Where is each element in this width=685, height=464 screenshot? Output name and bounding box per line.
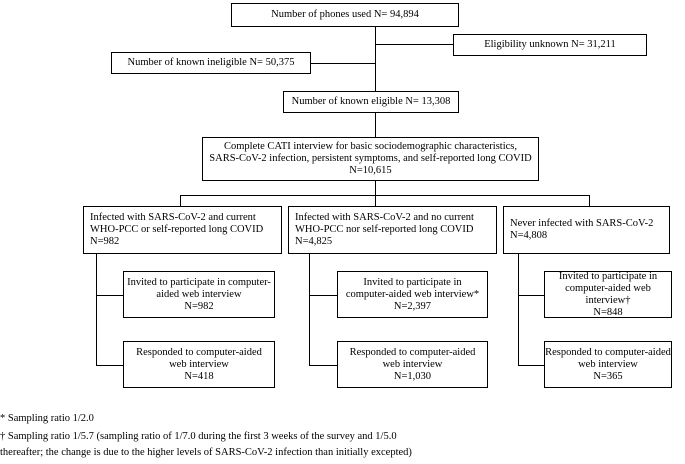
connector-group1-bracket	[96, 254, 97, 365]
phones-used-box: Number of phones used N= 94,894	[231, 3, 459, 27]
known-eligible-box: Number of known eligible N= 13,308	[283, 91, 459, 113]
connector-cati-down	[375, 181, 376, 195]
connector-to-ineligible	[311, 63, 375, 64]
connector-to-group2	[375, 195, 376, 206]
connector-group2-bracket	[309, 254, 310, 365]
connector-to-group1	[180, 195, 181, 206]
cati-interview-box: Complete CATI interview for basic sociod…	[202, 137, 539, 181]
responded-group2-box: Responded to computer-aided web intervie…	[337, 341, 488, 388]
group-never-infected-box: Never infected with SARS-CoV-2 N=4,808	[503, 206, 670, 254]
invited-group2-box: Invited to participate in computer-aided…	[337, 271, 488, 318]
connector-group3-responded	[518, 365, 544, 366]
invited-group1-box: Invited to participate in computer- aide…	[123, 271, 275, 318]
footnote-dagger-line2: thereafter; the change is due to the hig…	[0, 447, 412, 458]
connector-main-vertical	[375, 27, 376, 91]
responded-group3-box: Responded to computer-aided web intervie…	[544, 341, 672, 388]
invited-group3-box: Invited to participate in computer-aided…	[544, 271, 672, 318]
connector-eligible-cati	[375, 113, 376, 137]
connector-group2-invited	[309, 295, 337, 296]
connector-group1-responded	[96, 365, 123, 366]
group-long-covid-box: Infected with SARS-CoV-2 and current WHO…	[83, 206, 282, 254]
footnote-dagger-line1: † Sampling ratio 1/5.7 (sampling ratio o…	[0, 431, 397, 442]
connector-group3-invited	[518, 295, 544, 296]
connector-group1-invited	[96, 295, 123, 296]
connector-to-unknown	[375, 44, 453, 45]
eligibility-unknown-box: Eligibility unknown N= 31,211	[453, 34, 647, 56]
group-no-long-covid-box: Infected with SARS-CoV-2 and no current …	[288, 206, 497, 254]
connector-splitter	[180, 195, 590, 196]
responded-group1-box: Responded to computer-aided web intervie…	[123, 341, 275, 388]
known-ineligible-box: Number of known ineligible N= 50,375	[111, 52, 311, 74]
connector-group3-bracket	[518, 254, 519, 365]
footnote-star: * Sampling ratio 1/2.0	[0, 413, 94, 424]
connector-group2-responded	[309, 365, 337, 366]
connector-to-group3	[589, 195, 590, 206]
